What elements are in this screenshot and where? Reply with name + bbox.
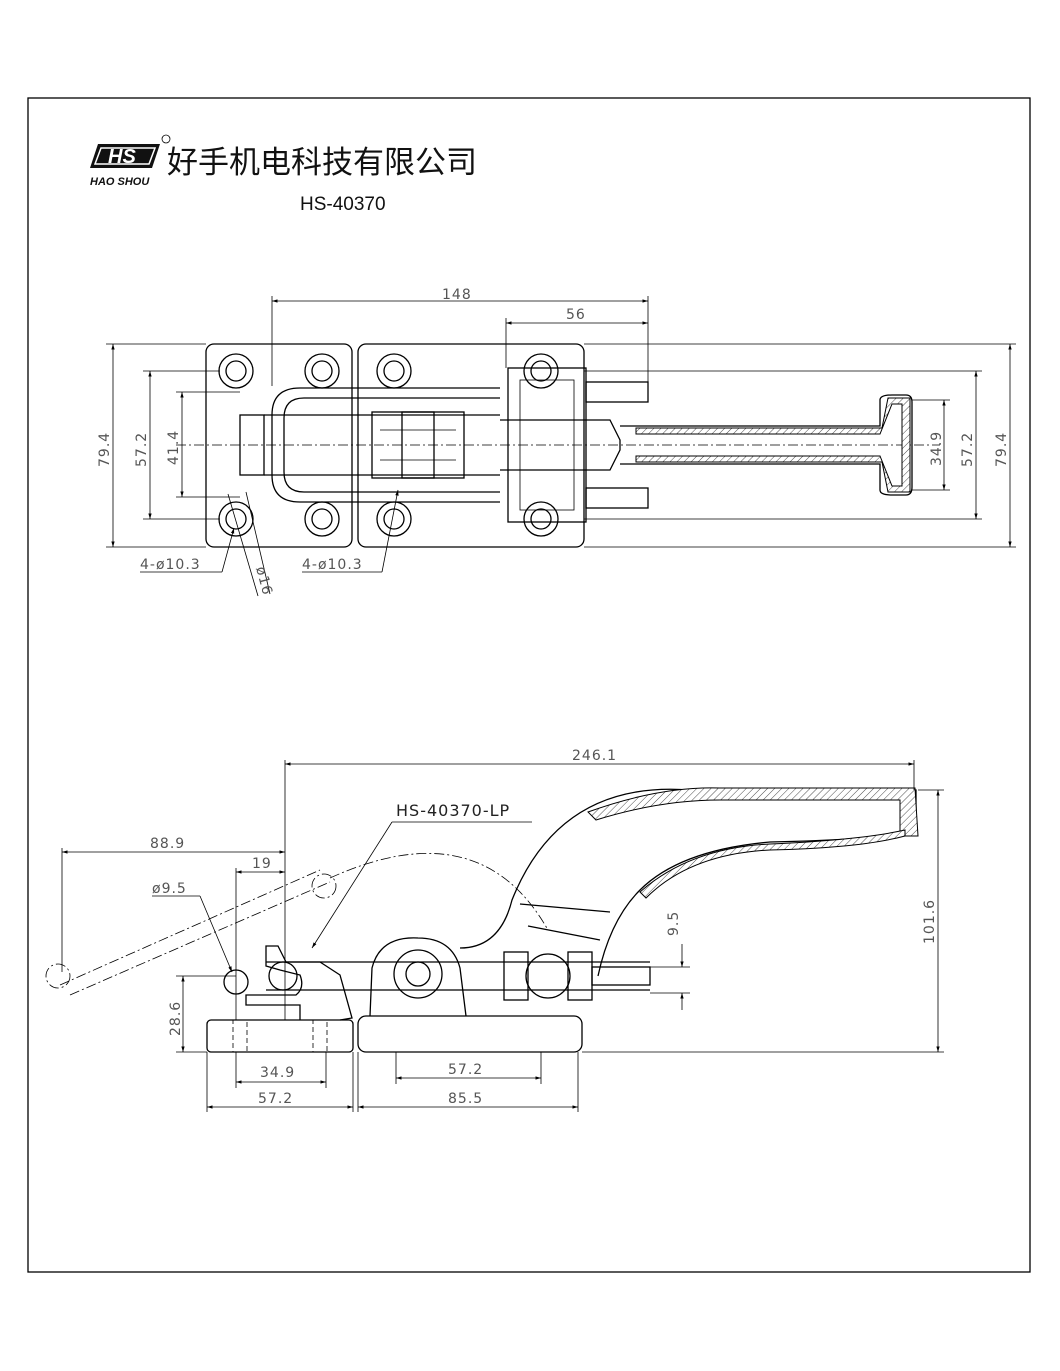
dim-right-79-4: 79.4 [994,432,1010,467]
company-name: 好手机电科技有限公司 [167,145,477,181]
hs-logo: HS [90,134,171,168]
title-block: HS HAO SHOU 好手机电科技有限公司 HS-40370 [90,134,477,215]
top-view: 148 56 79.4 57.2 41.4 34.9 57.2 79.4 4-ø [97,287,1016,597]
clamp-base-side [357,1015,583,1053]
logo-letters: HS [108,146,136,168]
dim-handle-offset: 56 [566,307,586,323]
base-plate-left [205,343,353,548]
dim-body-85-5: 85.5 [448,1091,483,1107]
dim-right-34-9: 34.9 [929,431,945,466]
hole-callout-left: 4-ø10.3 [140,557,201,573]
dim-left-57-2: 57.2 [134,432,150,467]
dim-base-57-2: 57.2 [258,1091,293,1107]
hole-callout-right: 4-ø10.3 [302,557,363,573]
dim-height-101-6: 101.6 [922,899,938,944]
dim-19: 19 [252,856,272,872]
drawing-frame [27,97,1031,1273]
part-label: HS-40370-LP [396,801,510,820]
dim-body-57-2: 57.2 [448,1062,483,1078]
dim-total-length: 246.1 [572,748,617,764]
dim-left-41-4: 41.4 [166,430,182,465]
base-plate-right [357,343,585,548]
dim-left-79-4: 79.4 [97,432,113,467]
side-view: 246.1 HS-40370-LP 88.9 19 ø9.5 28.6 9.5 … [45,748,944,1112]
dim-pin: ø9.5 [152,881,187,897]
handle-side [459,788,917,977]
dim-right-57-2: 57.2 [960,432,976,467]
dim-base-34-9: 34.9 [260,1065,295,1081]
dim-88-9: 88.9 [150,836,185,852]
dim-9-5: 9.5 [666,911,682,936]
model-number: HS-40370 [300,194,386,215]
latch-plate-side [206,1019,354,1053]
handle-grip [635,397,911,493]
brand-name: HAO SHOU [90,176,150,188]
dim-height-28-6: 28.6 [168,1001,184,1036]
pin-diameter: ø16 [252,565,275,598]
dim-overall-length: 148 [442,287,472,303]
